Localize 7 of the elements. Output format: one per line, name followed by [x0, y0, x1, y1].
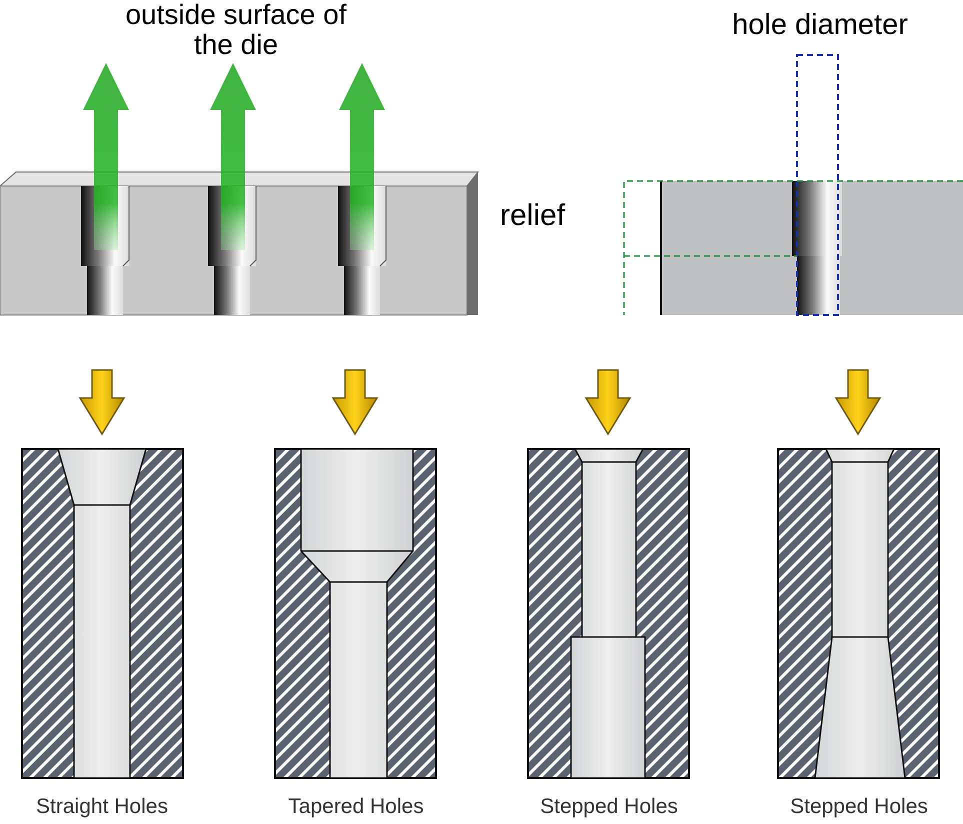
label: outside surface of the die: [124, 0, 348, 60]
label: Straight Holes: [35, 794, 169, 820]
label: Stepped Holes: [789, 794, 929, 820]
label: Tapered Holes: [287, 794, 425, 820]
label: hole diameter: [731, 8, 909, 42]
label: relief: [500, 198, 566, 234]
label: Stepped Holes: [539, 794, 679, 820]
